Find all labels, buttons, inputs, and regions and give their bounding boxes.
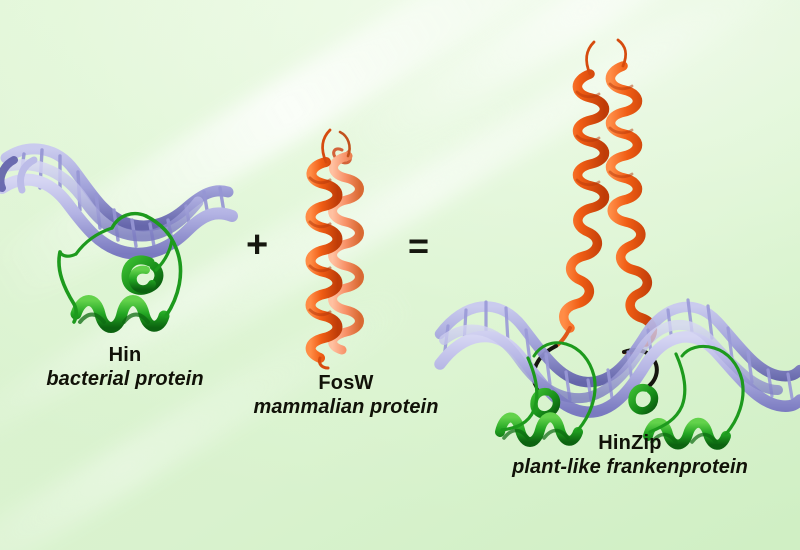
caption-fosw: FosW mammalian protein: [226, 372, 466, 419]
label-hin-name: Hin: [108, 344, 142, 366]
orange-coiled-coil-dimer: [305, 128, 364, 370]
green-dna-binding-domain: [57, 211, 183, 333]
orange-coiled-coil-dimer: [554, 38, 658, 355]
caption-hinzip: HinZip plant-like frankenprotein: [460, 432, 800, 479]
green-dna-binding-domain-left: [495, 341, 597, 447]
dna-double-helix: [434, 298, 800, 418]
label-hinzip-name: HinZip: [598, 432, 662, 454]
equals-operator: =: [408, 225, 430, 266]
panel-hin-structure: [0, 136, 240, 348]
fosw-structure-svg: [305, 128, 364, 370]
panel-fosw-structure: [286, 126, 396, 370]
hinzip-structure-svg: [434, 38, 800, 450]
label-fosw-name: FosW: [318, 372, 374, 394]
green-dna-binding-domain-right: [628, 344, 745, 450]
panel-hinzip-structure: [434, 34, 800, 450]
label-fosw-subtitle: mammalian protein: [253, 396, 439, 418]
plus-operator: +: [246, 224, 269, 266]
hin-structure-svg: [0, 143, 238, 333]
label-hin-subtitle: bacterial protein: [46, 368, 204, 390]
dna-double-helix: [0, 143, 238, 260]
caption-hin: Hin bacterial protein: [10, 344, 240, 391]
label-hinzip-subtitle: plant-like frankenprotein: [512, 456, 748, 478]
